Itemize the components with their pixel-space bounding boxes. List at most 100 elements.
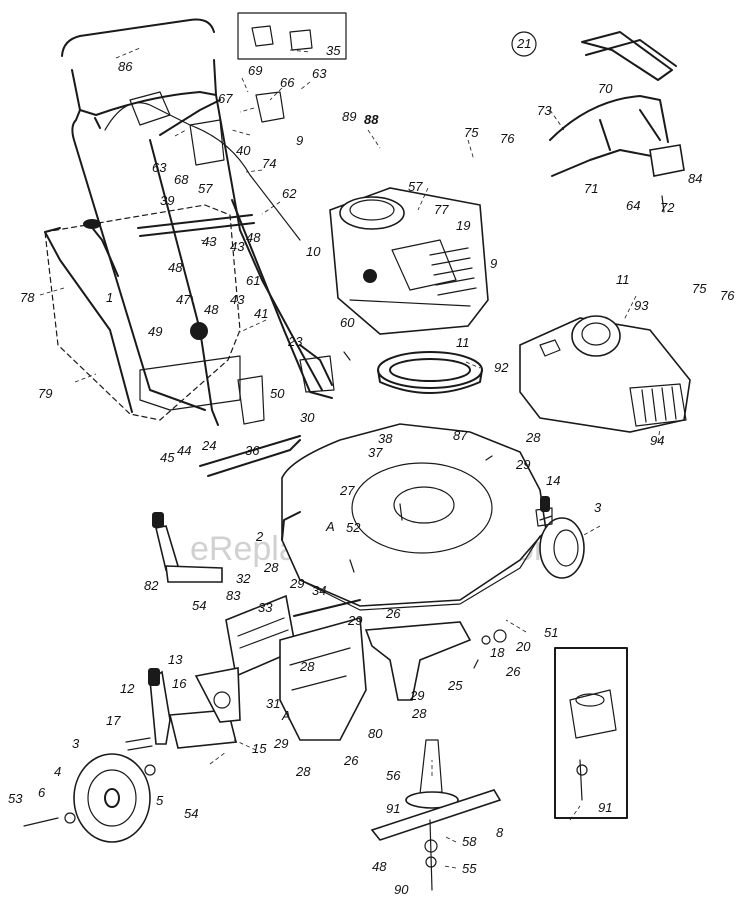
part-label: 43 xyxy=(230,239,245,254)
part-label: 36 xyxy=(245,443,260,458)
part-label: 28 xyxy=(295,764,311,779)
part-label: 29 xyxy=(347,613,362,628)
part-label: 58 xyxy=(462,834,477,849)
part-label: 91 xyxy=(386,801,400,816)
part-label: 12 xyxy=(120,681,135,696)
rear-wheel-right xyxy=(539,515,585,579)
side-plate xyxy=(279,616,367,741)
adjuster-lever-right xyxy=(535,496,553,527)
part-label: 9 xyxy=(296,133,303,148)
part-label: 52 xyxy=(346,520,361,535)
part-label: 69 xyxy=(248,63,262,78)
part-label: 30 xyxy=(300,410,315,425)
part-label: 48 xyxy=(204,302,219,317)
part-label: 2 xyxy=(255,529,264,544)
grass-bag xyxy=(44,204,241,421)
part-label: 51 xyxy=(544,625,558,640)
part-label: 62 xyxy=(282,186,297,201)
part-label: 39 xyxy=(160,193,174,208)
part-label: 16 xyxy=(172,676,187,691)
part-label: 17 xyxy=(106,713,121,728)
part-label: 93 xyxy=(634,298,649,313)
part-label: 50 xyxy=(270,386,285,401)
part-label: 33 xyxy=(258,600,273,615)
part-label: 56 xyxy=(386,768,401,783)
part-label: 28 xyxy=(299,659,315,674)
part-label: 78 xyxy=(20,290,35,305)
part-label: 29 xyxy=(409,688,424,703)
part-labels: 86 35 69 66 63 67 40 9 63 68 57 74 62 39… xyxy=(8,36,735,897)
part-label: 92 xyxy=(494,360,509,375)
part-label: 28 xyxy=(263,560,279,575)
knob xyxy=(190,322,208,340)
part-label: 35 xyxy=(326,43,341,58)
part-label: 40 xyxy=(236,143,251,158)
part-label: 31 xyxy=(266,696,280,711)
part-label: 72 xyxy=(660,200,675,215)
part-label: 19 xyxy=(456,218,470,233)
part-label: 87 xyxy=(453,428,468,443)
rear-door xyxy=(225,594,297,678)
engine-alt xyxy=(519,315,691,433)
part-label: 20 xyxy=(515,639,531,654)
part-label: 79 xyxy=(38,386,52,401)
part-label: 48 xyxy=(372,859,387,874)
leader-lines xyxy=(39,47,661,869)
part-label: 60 xyxy=(340,315,355,330)
part-label: 53 xyxy=(8,791,23,806)
part-label: 64 xyxy=(626,198,640,213)
part-label: 49 xyxy=(148,324,162,339)
part-label: 25 xyxy=(447,678,463,693)
part-label: 3 xyxy=(72,736,80,751)
part-label: 9 xyxy=(490,256,497,271)
part-label: 11 xyxy=(456,335,470,350)
part-label: 26 xyxy=(505,664,521,679)
front-wheel-left xyxy=(73,753,151,843)
part-label: 15 xyxy=(252,741,267,756)
part-label: 75 xyxy=(692,281,707,296)
part-label: 23 xyxy=(287,334,303,349)
handle-variant-21 xyxy=(511,31,685,213)
part-label: 61 xyxy=(246,273,260,288)
part-label: 67 xyxy=(218,91,233,106)
mower-deck xyxy=(281,423,547,701)
engine-gasket xyxy=(377,351,483,394)
part-label: 66 xyxy=(280,75,295,90)
part-label: 27 xyxy=(339,483,355,498)
part-label: 70 xyxy=(598,81,613,96)
part-label: 80 xyxy=(368,726,383,741)
part-label: 82 xyxy=(144,578,159,593)
part-label: 29 xyxy=(273,736,288,751)
part-label: 43 xyxy=(230,292,245,307)
part-label: 76 xyxy=(720,288,735,303)
part-label: 43 xyxy=(202,234,217,249)
part-label: A xyxy=(325,519,335,534)
part-label: 91 xyxy=(598,800,612,815)
part-label: 13 xyxy=(168,652,183,667)
engine-main xyxy=(329,187,489,335)
adjuster-lever-left xyxy=(152,512,223,583)
part-label: 26 xyxy=(385,606,401,621)
part-label: 63 xyxy=(152,160,167,175)
part-label: 86 xyxy=(118,59,133,74)
part-label: 37 xyxy=(368,445,383,460)
part-label: 14 xyxy=(546,473,560,488)
part-label: 48 xyxy=(246,230,261,245)
wheel-adjuster xyxy=(125,667,241,751)
part-label: 41 xyxy=(254,306,268,321)
blade-assembly xyxy=(370,739,502,891)
part-label: 84 xyxy=(688,171,702,186)
part-label: 34 xyxy=(312,583,326,598)
part-label: 57 xyxy=(198,181,213,196)
part-label: 26 xyxy=(343,753,359,768)
part-label: 47 xyxy=(176,292,191,307)
part-label: 28 xyxy=(525,430,541,445)
part-label: 28 xyxy=(411,706,427,721)
part-label: 18 xyxy=(490,645,505,660)
part-label: 89 xyxy=(342,109,356,124)
part-label: 71 xyxy=(584,181,598,196)
part-label: 68 xyxy=(174,172,189,187)
part-label: 32 xyxy=(236,571,251,586)
handle-assembly xyxy=(61,12,347,426)
